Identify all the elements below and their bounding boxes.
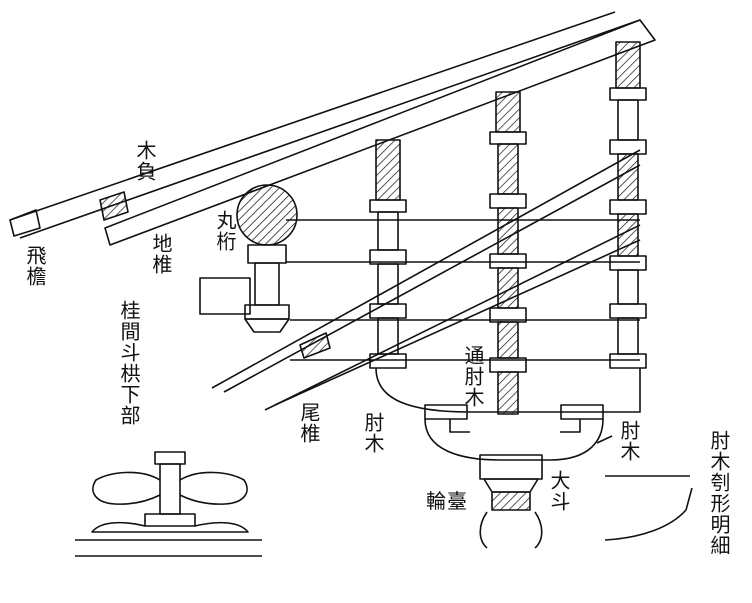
label-hien: 飛檐	[23, 245, 47, 287]
label-tsuhijiki: 通肘木	[461, 345, 485, 408]
label-hijiki-right: 肘木	[617, 420, 641, 462]
label-hijiki-left: 肘木	[361, 412, 385, 454]
post-column-2	[489, 91, 527, 415]
bracket-foot-ornament	[75, 451, 262, 557]
tail-rafters	[211, 149, 641, 411]
label-hijiki-detail: 肘木刳形明細	[707, 430, 731, 556]
label-daito: 大斗	[547, 470, 571, 512]
jidaruki-rafter	[104, 19, 656, 246]
round-purlin	[236, 184, 298, 246]
lower-bracket-assembly	[375, 367, 641, 549]
horizontal-beams	[199, 219, 640, 361]
hijiki-profile-detail	[604, 475, 693, 541]
left-bracket-stack	[244, 244, 290, 333]
fuoi-block	[99, 191, 129, 221]
label-rindai: 輪臺	[426, 489, 468, 513]
label-hashirama: 桂間斗栱下部	[117, 300, 141, 426]
label-fuoi: 木負	[133, 140, 157, 182]
label-jidaruki: 地椎	[149, 233, 173, 275]
post-column-1	[369, 139, 407, 369]
label-odaruki: 尾椎	[297, 402, 321, 444]
label-gyo: 丸桁	[213, 210, 237, 252]
post-column-3	[609, 41, 647, 369]
